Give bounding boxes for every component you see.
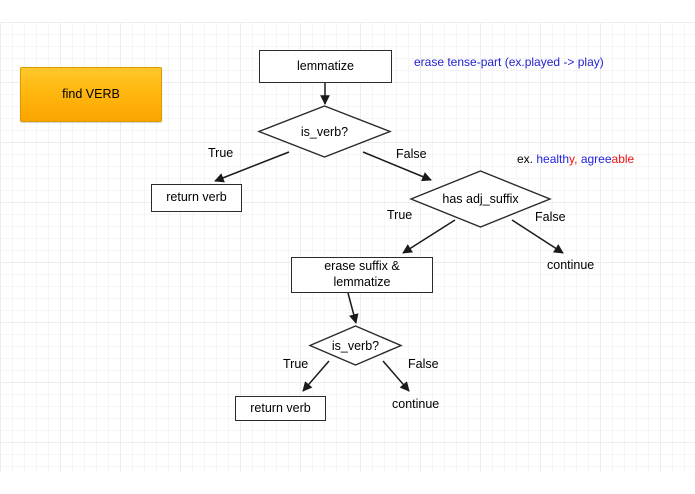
annotation-example-segment-1: y [569,152,575,166]
annotation-example-lead: ex. [517,152,537,166]
edge-label-is-verb-2-true: True [283,357,309,371]
process-node-return-verb-1[interactable]: return verb [151,184,242,212]
decision-node-is-verb-1[interactable]: is_verb? [257,105,392,158]
process-node-lemmatize[interactable]: lemmatize [259,50,392,83]
terminal-continue-1: continue [547,258,595,272]
annotation-example-segment-2: , [574,152,581,166]
annotation-example-parts: healthy, agreeable [536,152,634,166]
decision-node-is-verb-2[interactable]: is_verb? [308,325,403,366]
diamond-shape [308,325,403,366]
edge-erase-suffix-to-is-verb-2 [347,292,359,324]
annotation-lemmatize-note: erase tense-part (ex.played -> play) [414,55,604,69]
process-node-return-verb-2[interactable]: return verb [235,396,326,421]
edge-label-has-adj-suffix-false: False [535,210,566,224]
decision-node-has-adj-suffix[interactable]: has adj_suffix [409,170,552,228]
start-node-find-verb[interactable]: find VERB [20,67,162,122]
edge-label-is-verb-1-false: False [396,147,427,161]
diamond-shape [257,105,392,158]
edge-label-is-verb-2-false: False [408,357,439,371]
annotation-example-segment-0: health [536,152,570,166]
annotation-example-segment-3: agree [580,152,612,166]
annotation-adj-example: ex. healthy, agreeable [517,152,634,166]
diamond-shape [409,170,552,228]
process-node-erase-suffix-lemmatize[interactable]: erase suffix & lemmatize [291,257,433,293]
terminal-continue-2: continue [392,397,440,411]
edge-label-has-adj-suffix-true: True [387,208,413,222]
annotation-example-segment-4: able [611,152,635,166]
edge-label-is-verb-1-true: True [208,146,234,160]
